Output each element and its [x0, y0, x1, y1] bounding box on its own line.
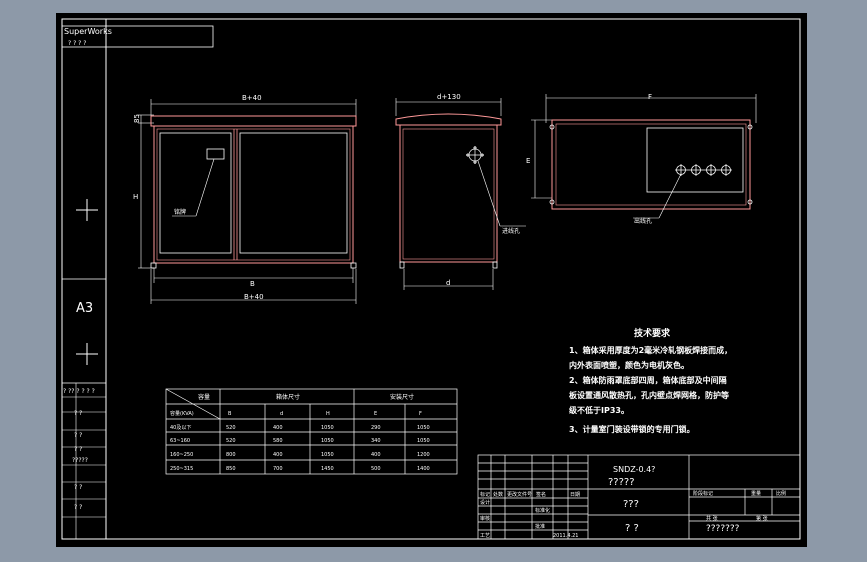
- crosshair-icon: [76, 343, 98, 365]
- table-cell: 1050: [417, 438, 430, 444]
- tb-sign: 签名: [536, 491, 546, 498]
- tech-line-4: 板设置通风散热孔，孔内壁点焊网格，防护等: [569, 390, 729, 400]
- side-dim-top: d+130: [437, 93, 461, 101]
- table-h3: 安装尺寸: [390, 393, 414, 401]
- model-label: SNDZ-0.4?: [613, 465, 655, 474]
- table-h1: 容量: [198, 393, 210, 401]
- table-col-f: F: [419, 411, 422, 417]
- tech-line-3: 2、箱体防雨罩底部四周，箱体底部及中间隔: [569, 375, 727, 385]
- table-unit: 容量(KVA): [170, 410, 194, 417]
- table-cell: 1450: [321, 466, 334, 472]
- tb-std: 标准化: [535, 507, 550, 514]
- drawing-sheet: SuperWorks ? ? ? ? A3 ? ?? ? ? ? ? ? ? ?…: [56, 13, 807, 547]
- scale-label: 比例: [776, 490, 786, 497]
- drawing-name: ?????: [608, 477, 635, 488]
- side-view: d+130 进线孔 d: [395, 93, 526, 290]
- table-cell: 40及以下: [170, 425, 191, 431]
- stage-label: 阶段标记: [693, 490, 713, 497]
- tech-line-6: 3、计量室门装设带锁的专用门锁。: [569, 424, 695, 434]
- table-cell: 1050: [321, 425, 334, 431]
- company-name: ???????: [706, 524, 740, 534]
- tb-date: 日期: [570, 492, 580, 498]
- table-cell: 580: [273, 438, 283, 444]
- table-cell: 800: [226, 452, 236, 458]
- strip-label-6: ? ?: [74, 484, 82, 491]
- table-cell: 1200: [417, 452, 430, 458]
- software-label: SuperWorks: [64, 27, 112, 36]
- tech-line-5: 级不低于IP33。: [568, 405, 629, 415]
- tech-title: 技术要求: [634, 327, 671, 339]
- table-cell: 700: [273, 466, 283, 472]
- sheet-label: 共 张: [706, 515, 718, 522]
- dimension-table-text: 容量 容量(KVA) 箱体尺寸 安装尺寸 B d H E F 40及以下 520…: [170, 393, 430, 472]
- strip-label-7: ? ?: [74, 504, 82, 511]
- tb-design: 设计: [480, 499, 490, 506]
- table-cell: 1050: [417, 425, 430, 431]
- table-cell: 340: [371, 438, 381, 444]
- table-cell: 250~315: [170, 466, 193, 472]
- table-col-d: d: [280, 411, 283, 417]
- nameplate-icon: [206, 148, 225, 160]
- tb-change: 更改文件号: [507, 491, 532, 498]
- front-dim-b: B: [250, 280, 255, 288]
- table-col-h: H: [326, 411, 330, 417]
- inlet-callout: 进线孔: [502, 227, 520, 235]
- top-dim-f: F: [648, 93, 652, 101]
- table-cell: 400: [371, 452, 381, 458]
- strip-label-5: ?????: [72, 457, 88, 464]
- tb-approve: 批准: [535, 523, 545, 530]
- drawing-name-2: ???: [623, 499, 639, 510]
- table-cell: 63~160: [170, 438, 190, 444]
- front-view: B+40 85 H 铭牌 B B+40: [133, 94, 357, 304]
- title-block: [477, 454, 801, 540]
- tb-mark: 标记: [480, 491, 490, 498]
- table-cell: 400: [273, 425, 283, 431]
- tb-count: 处数: [493, 491, 503, 498]
- tb-check: 审核: [480, 515, 490, 522]
- table-cell: 290: [371, 425, 381, 431]
- front-dim-top: B+40: [242, 94, 262, 102]
- strip-label-3: ? ?: [74, 432, 82, 439]
- nameplate-callout: 铭牌: [174, 208, 186, 216]
- dimension-table: [165, 388, 458, 475]
- front-dim-bottom: B+40: [244, 293, 264, 301]
- table-cell: 1050: [321, 438, 334, 444]
- cad-drawing: SuperWorks ? ? ? ? A3 ? ?? ? ? ? ? ? ? ?…: [61, 18, 801, 540]
- front-dim-h: H: [133, 193, 138, 201]
- tech-line-2: 内外表面喷塑，颜色为电机灰色。: [569, 360, 689, 370]
- table-cell: 500: [371, 466, 381, 472]
- table-cell: 160~250: [170, 452, 193, 458]
- paper-size: A3: [76, 301, 93, 316]
- table-cell: 850: [226, 466, 236, 472]
- inlet-hole-icon: [466, 146, 484, 164]
- table-h2: 箱体尺寸: [276, 393, 300, 401]
- table-col-e: E: [374, 411, 377, 417]
- tb-date-value: 2011.4.21: [553, 533, 578, 539]
- outlet-callout: 出线孔: [634, 217, 652, 225]
- drawing-code: ? ?: [625, 523, 639, 534]
- software-sub: ? ? ? ?: [68, 40, 86, 47]
- table-cell: 520: [226, 425, 236, 431]
- side-dim-d: d: [446, 279, 450, 287]
- strip-label-4: ? ?: [74, 446, 82, 453]
- strip-label-2: ? ?: [74, 410, 82, 417]
- top-dim-e: E: [526, 157, 530, 165]
- page-label: 第 张: [756, 515, 768, 522]
- weight-label: 重量: [751, 490, 761, 497]
- table-cell: 1400: [417, 466, 430, 472]
- tech-line-1: 1、箱体采用厚度为2毫米冷轧钢板焊接而成，: [569, 345, 732, 355]
- front-dim-85: 85: [133, 114, 141, 123]
- crosshair-icon: [76, 199, 98, 221]
- tb-craft: 工艺: [480, 533, 490, 539]
- title-block-text: SNDZ-0.4? ????? ??? ? ? ??????? 阶段标记 重量 …: [480, 465, 786, 539]
- top-view: F E 出线孔: [526, 93, 757, 225]
- tech-requirements: 技术要求 1、箱体采用厚度为2毫米冷轧钢板焊接而成， 内外表面喷塑，颜色为电机灰…: [568, 327, 732, 434]
- strip-label-1: ? ?? ? ? ? ?: [63, 388, 95, 395]
- table-cell: 520: [226, 438, 236, 444]
- table-cell: 1050: [321, 452, 334, 458]
- table-col-b: B: [228, 411, 232, 417]
- table-cell: 400: [273, 452, 283, 458]
